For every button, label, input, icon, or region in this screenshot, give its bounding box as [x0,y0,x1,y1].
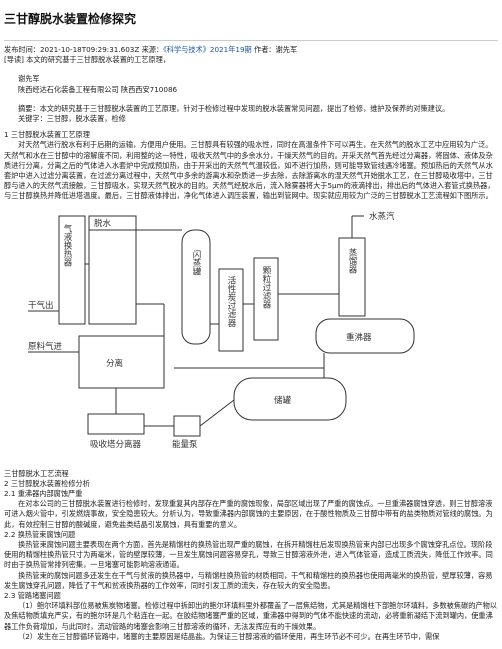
gas-liquid-exchanger-label: 气液换热器 [62,223,72,267]
section-2-1-text: 在对本公司的三甘醇脱水装置进行检修时，发现重复其内部存在严重的腐蚀现象，局部区域… [4,499,493,529]
distiller-label: 蒸馏器 [347,247,357,274]
section-2-title: 2 三甘醇脱水装置检修分析 [4,478,90,488]
title-divider [4,40,498,41]
dehydrator-shape [88,215,137,325]
flash-tank-label: 闪蒸罐 [191,250,201,276]
absorber-separator-label: 吸收塔分离器 [90,439,142,450]
separator-shape [78,335,165,389]
storage-tank-shape [233,377,347,421]
process-flow-diagram: 水蒸汽 干气出 原料气进 脱水 分离 储罐 重沸器 吸收塔分离器 能量泵 气液换… [28,211,415,450]
dry-gas-label: 干气出 [28,300,54,311]
section-1-title: 1 三甘醇脱水装置工艺原理 [4,130,90,140]
page-title: 三甘醇脱水装置检修探究 [4,12,137,26]
activated-carbon-filter-label: 活性炭过滤器 [226,275,236,328]
flash-tank-shape [181,229,211,345]
section-2-2-text-2: 换热管束的腐蚀问题多还发生在干气与贫液的换热器中，与精馏柱换热管的材质相同，干气… [4,570,493,590]
author-name: 谢先军 [18,74,40,84]
guide-text: [导读] 本文的研究基于三甘醇脱水装置的工艺原理， [4,55,171,65]
section-2-3-text-2: （2）发生在三甘醇循环管路中，堵塞的主要原因是结晶盐。为保证三甘醇溶液的循环使用… [18,631,440,641]
raw-gas-label: 原料气进 [28,341,63,352]
reboiler-label: 重沸器 [346,332,372,343]
particle-filter-label: 颗粒过滤器 [261,266,271,309]
source-link[interactable]: 《科学与技术》2021年19期 [163,45,252,54]
separation-label: 分离 [106,358,123,369]
section-2-1-title: 2.1 重沸器内部腐蚀严重 [4,489,83,499]
figure-caption: 三甘醇脱水工艺流程 [4,468,69,478]
section-2-3-title: 2.3 管路堵塞问题 [4,591,61,601]
article-meta: 发布时间：2021-10-18T09:29:31.603Z 来源：《科学与技术》… [4,45,498,55]
particle-filter-shape [253,257,279,341]
absorber-separator-shape [87,413,145,435]
source-label: 来源： [141,45,164,54]
keywords: 关键字：三甘醇，脱水装置，检修 [18,114,126,124]
energy-pump-shape [173,415,201,437]
storage-tank-label: 储罐 [274,395,292,406]
section-2-2-text-1: 换热管束腐蚀问题主要表现在两个方面，首先是精馏柱的换热管出现严重的腐蚀，在拆开精… [4,540,493,570]
section-2-2-title: 2.2 换热管束腐蚀问题 [4,529,76,539]
section-2-3-text-1: （1）鲍尔环填料部位易被焦炭物堵塞。检修过程中拆卸出的鲍尔环填料里外都覆盖了一层… [4,601,497,631]
activated-carbon-filter-shape [218,268,244,352]
dehydrator-label: 脱水 [94,218,112,229]
water-vapor-label: 水蒸汽 [369,211,395,222]
abstract: 摘要：本文的研究基于三甘醇脱水装置的工艺原理，针对于检修过程中发现的脱水装置常见… [18,103,450,113]
gas-liquid-exchanger-shape [58,215,86,325]
publish-time: 发布时间：2021-10-18T09:29:31.603Z [4,45,140,54]
affiliation: 陕西经达石化装备工程有限公司 陕西西安710086 [18,84,178,94]
reboiler-shape [315,318,415,354]
energy-pump-label: 能量泵 [172,439,198,450]
section-1-text: 对天然气进行脱水有利于后期的运输，方便用户使用。三甘醇具有较强的吸水性，同时在高… [4,140,495,201]
author-line: 作者：谢先军 [254,45,298,54]
